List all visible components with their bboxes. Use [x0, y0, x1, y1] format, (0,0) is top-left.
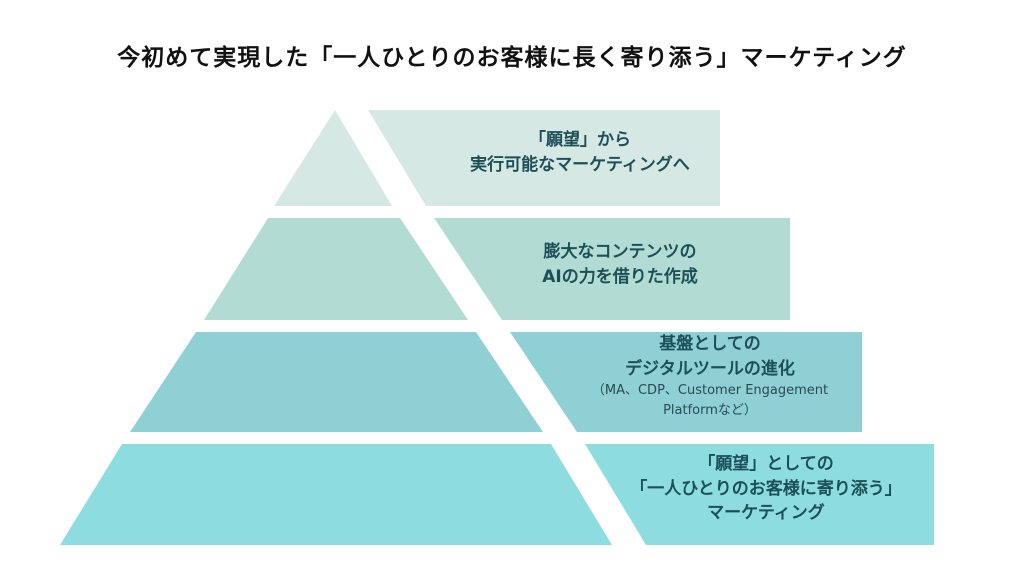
tier-4-label: 「願望」としての 「一人ひとりのお客様に寄り添う」 マーケティング	[612, 452, 920, 526]
tier-1-line-1: 「願望」から	[529, 130, 631, 150]
tier-3-note-line-1: （MA、CDP、Customer Engagement	[591, 383, 829, 399]
tier-2-label: 膨大なコンテンツの AIの力を借りた作成	[480, 240, 760, 289]
tier-4-band	[585, 444, 934, 545]
tier-2-line-2: AIの力を借りた作成	[542, 266, 698, 287]
tier-3-note-line-2: Platformなど）	[663, 402, 757, 418]
tier-4-line-3: マーケティング	[707, 503, 825, 524]
tier-1-line-2: 実行可能なマーケティングへ	[470, 154, 690, 175]
page-title: 今初めて実現した「一人ひとりのお客様に長く寄り添う」マーケティング	[117, 45, 907, 71]
tier-3-line-1: 基盤としての	[659, 334, 761, 354]
tier-2-line-1: 膨大なコンテンツの	[543, 242, 697, 262]
tier-3-trapezoid	[130, 332, 543, 432]
tier-4-line-1: 「願望」としての	[698, 454, 834, 474]
tier-3-band	[510, 332, 862, 432]
tier-2-trapezoid	[204, 218, 468, 320]
tier-4-trapezoid	[60, 444, 612, 545]
tier-3-line-2: デジタルツールの進化	[625, 358, 795, 379]
tier-4-line-2: 「一人ひとりのお客様に寄り添う」	[630, 478, 902, 499]
tier-1-band	[368, 110, 720, 206]
tier-3-label: 基盤としての デジタルツールの進化 （MA、CDP、Customer Engag…	[565, 332, 855, 420]
tier-1-triangle	[274, 110, 392, 206]
tier-1-label: 「願望」から 実行可能なマーケティングへ	[415, 128, 745, 177]
tier-2-band	[434, 218, 790, 320]
